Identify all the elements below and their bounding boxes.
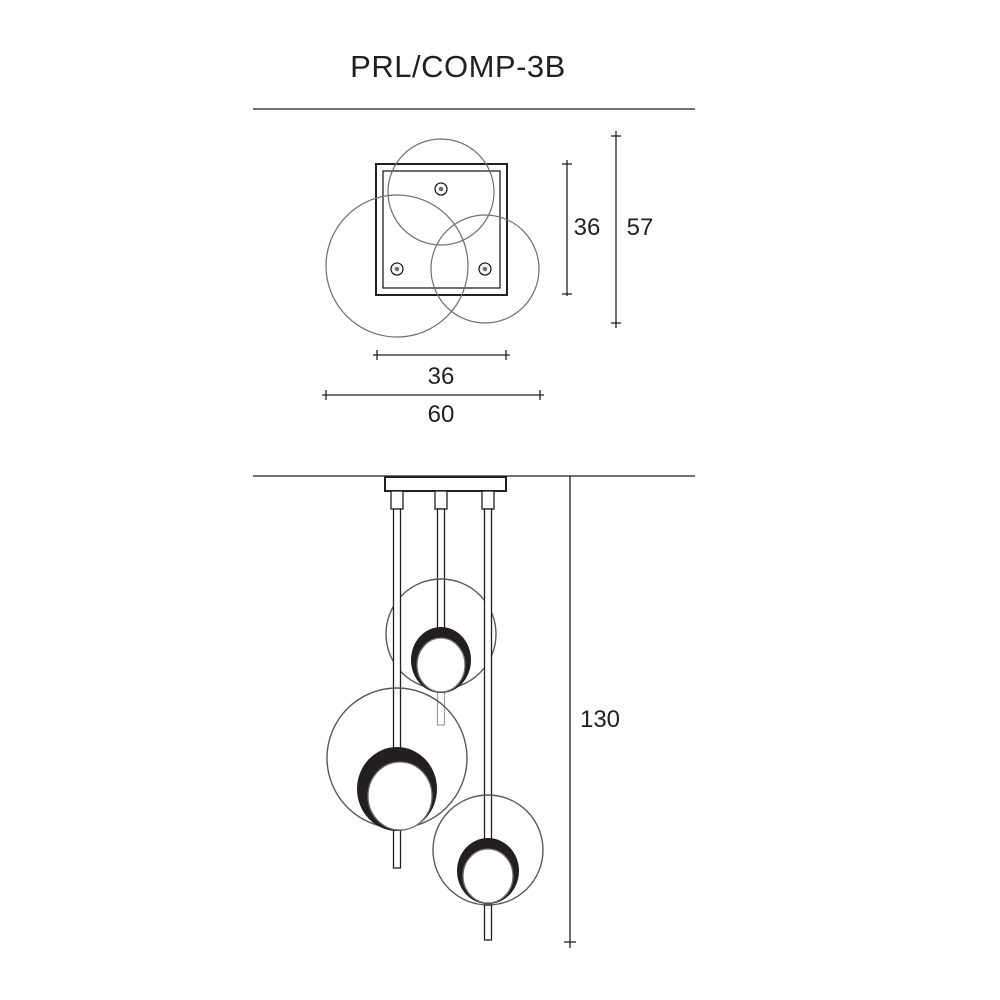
- rod-mount-left: [390, 490, 404, 510]
- globe-outline-top: [387, 138, 495, 246]
- dimension-label-height-inner: 36: [574, 214, 601, 241]
- dimension-height-outer: [611, 131, 621, 328]
- dimension-label-width-inner: 36: [428, 363, 455, 390]
- dimension-label-width-outer: 60: [428, 401, 455, 428]
- dimension-label-height-outer: 57: [627, 214, 654, 241]
- mount-point-left: [390, 262, 404, 276]
- mount-point-top: [434, 182, 448, 196]
- globe-outline-left: [325, 194, 469, 338]
- canopy-square-inner: [382, 170, 501, 289]
- dimension-label-overall-height: 130: [580, 706, 620, 733]
- dimension-overall-height: [564, 476, 576, 948]
- rod-mount-right: [481, 490, 495, 510]
- top-view: 36 57 36 60: [322, 131, 653, 428]
- canopy-plate: [384, 476, 507, 492]
- pendant-left: [326, 508, 468, 869]
- product-code-title: PRL/COMP-3B: [350, 49, 566, 84]
- dimension-width-inner: [373, 350, 510, 360]
- pendant-middle: [385, 508, 497, 726]
- globe-outline-right: [430, 214, 540, 324]
- mount-point-right: [478, 262, 492, 276]
- dimension-height-inner: [562, 160, 572, 296]
- dimension-width-outer: [322, 390, 544, 400]
- pendant-right: [432, 508, 544, 941]
- canopy-square-outer: [375, 163, 508, 296]
- rod-mount-middle: [434, 490, 448, 510]
- side-view: 130: [253, 475, 695, 948]
